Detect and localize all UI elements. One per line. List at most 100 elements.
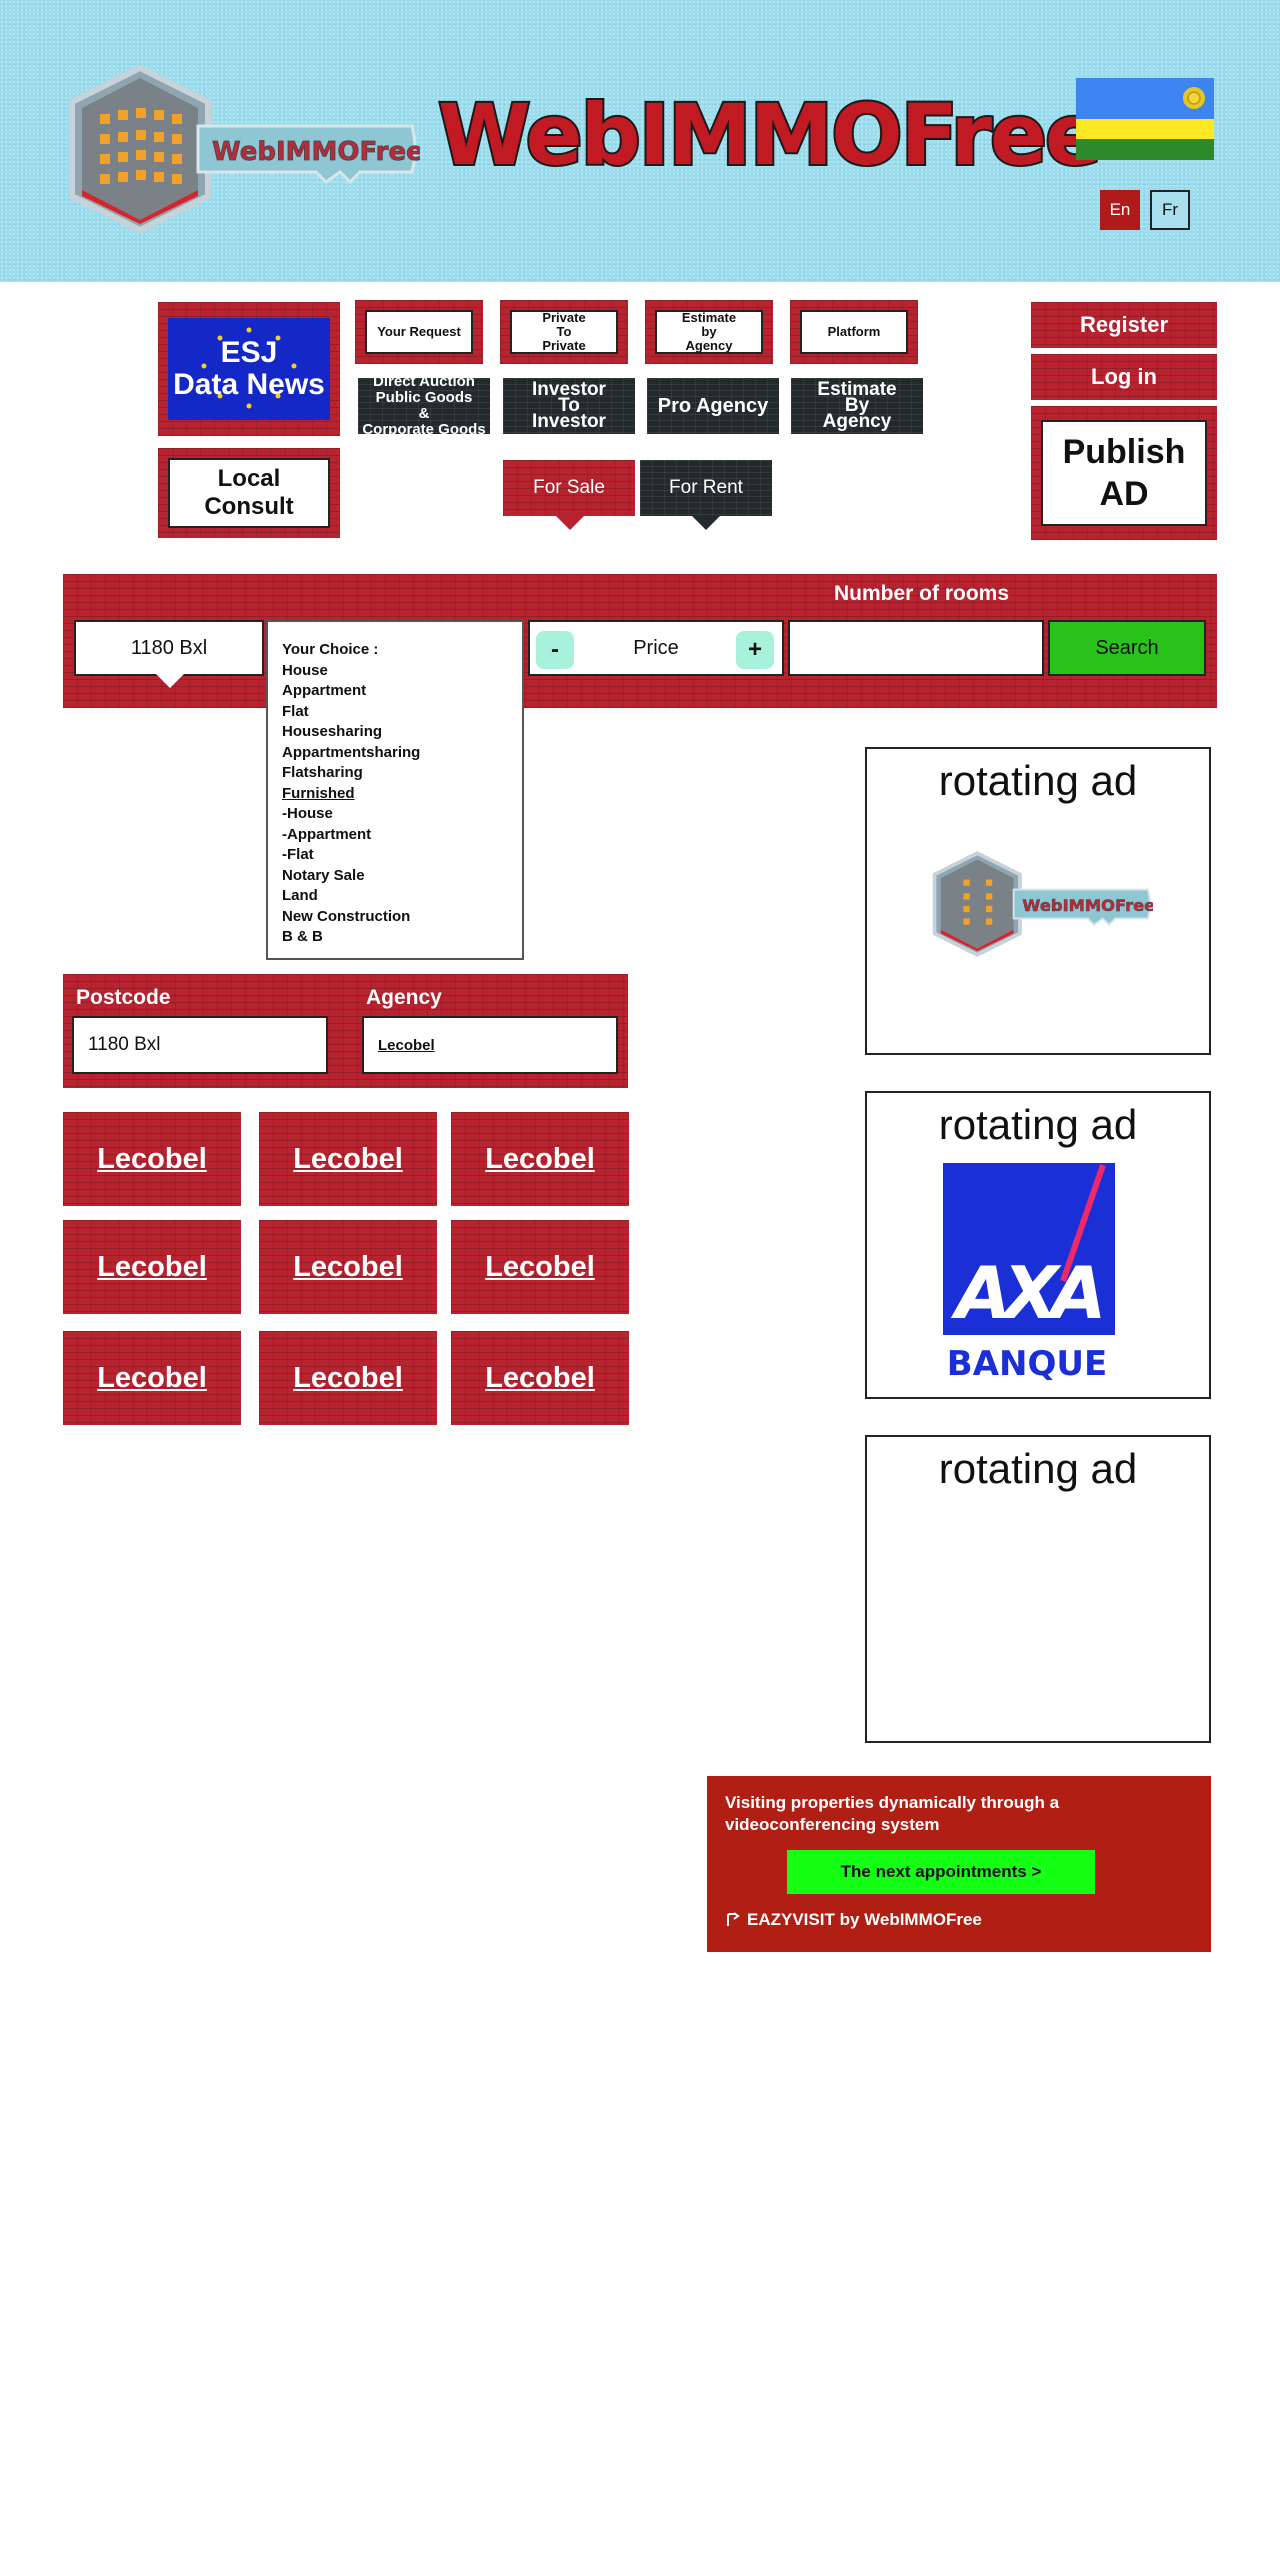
next-appointments-button[interactable]: The next appointments >: [787, 1850, 1095, 1894]
choice-item[interactable]: Flatsharing: [282, 764, 363, 781]
eazyvisit-panel: Visiting properties dynamically through …: [707, 1776, 1211, 1952]
esj-data-news-banner: ESJ Data News: [168, 318, 330, 420]
tab-for-sale[interactable]: For Sale: [503, 460, 635, 516]
local-consult-line-1: Local: [217, 465, 281, 492]
language-en-button[interactable]: En: [1100, 190, 1140, 230]
news-line-1: ESJ: [220, 336, 278, 369]
agency-tile[interactable]: Lecobel: [63, 1220, 241, 1314]
rotating-ad-1[interactable]: rotating ad WebIMMOFree: [865, 747, 1211, 1055]
price-decrease-button[interactable]: -: [536, 631, 574, 669]
ebad-line-1: Estimate: [817, 379, 897, 400]
header: WebIMMOFree WebIMMOFree En Fr: [0, 0, 1280, 282]
agency-tile[interactable]: Lecobel: [259, 1220, 437, 1314]
choice-item[interactable]: Appartmentsharing: [282, 743, 421, 761]
choice-item[interactable]: B & B: [282, 928, 323, 945]
rwanda-flag-icon: [1076, 78, 1214, 160]
choice-item[interactable]: -Appartment: [282, 825, 372, 843]
tab-for-sale-pointer: [556, 516, 584, 530]
agency-tile[interactable]: Lecobel: [63, 1331, 241, 1425]
choice-title: Your Choice :: [282, 641, 379, 658]
local-consult-line-2: Consult: [204, 493, 294, 520]
logo-text: WebIMMOFree: [212, 137, 420, 167]
esj-data-news-button[interactable]: ESJ Data News: [158, 302, 340, 436]
register-button[interactable]: Register: [1031, 302, 1217, 348]
agency-tile[interactable]: Lecobel: [259, 1112, 437, 1206]
i2i-line-1: Investor: [532, 379, 606, 400]
da-line-3: &: [418, 405, 430, 422]
location-field[interactable]: 1180 Bxl: [74, 620, 264, 676]
agency-label: Agency: [366, 986, 442, 1009]
ad-title: rotating ad: [938, 757, 1138, 804]
choice-item[interactable]: -House: [282, 805, 333, 822]
location-pointer: [156, 674, 184, 688]
choice-item[interactable]: Notary Sale: [282, 866, 365, 884]
login-button[interactable]: Log in: [1031, 354, 1217, 400]
axa-banque-logo: AXA BANQUE: [943, 1163, 1115, 1383]
platform-button[interactable]: Platform: [790, 300, 918, 364]
ad-title: rotating ad: [938, 1445, 1138, 1492]
axa-sub: BANQUE: [947, 1344, 1107, 1383]
eazyvisit-icon: [727, 1912, 740, 1926]
p2p-line-1: Private: [542, 310, 586, 325]
choice-item[interactable]: Land: [282, 887, 318, 904]
da-line-1: Direct Auction: [373, 373, 475, 390]
search-button[interactable]: Search: [1048, 620, 1206, 676]
eba-line-2: by: [701, 324, 717, 339]
property-type-list[interactable]: Your Choice : House Appartment Flat Hous…: [266, 620, 524, 960]
language-fr-button[interactable]: Fr: [1150, 190, 1190, 230]
agency-tile[interactable]: Lecobel: [451, 1220, 629, 1314]
news-line-2: Data News: [173, 368, 325, 401]
rotating-ad-2[interactable]: rotating ad AXA BANQUE: [865, 1091, 1211, 1399]
price-increase-button[interactable]: +: [736, 631, 774, 669]
rooms-label: Number of rooms: [834, 582, 1010, 605]
i2i-line-2: To: [558, 395, 580, 416]
choice-item[interactable]: New Construction: [282, 907, 411, 925]
your-request-button[interactable]: Your Request: [355, 300, 483, 364]
site-logo[interactable]: WebIMMOFree: [60, 64, 420, 234]
publish-line-1: Publish: [1062, 433, 1186, 471]
price-label: Price: [633, 636, 679, 659]
tab-for-rent-pointer: [692, 516, 720, 530]
da-line-4: Corporate Goods: [362, 421, 486, 438]
ad-logo-text: WebIMMOFree: [1022, 896, 1153, 915]
furnished-heading[interactable]: Furnished: [282, 784, 355, 802]
choice-item[interactable]: -Flat: [282, 846, 314, 863]
pro-agency-button[interactable]: Pro Agency: [647, 378, 779, 434]
choice-item[interactable]: Housesharing: [282, 723, 383, 740]
eu-stars-icon: [201, 327, 297, 409]
p2p-line-2: To: [556, 324, 572, 339]
eba-line-3: Agency: [685, 338, 733, 353]
postcode-label: Postcode: [76, 986, 171, 1009]
eazyvisit-description: Visiting properties dynamically through …: [725, 1793, 1060, 1834]
choice-item[interactable]: Flat: [282, 702, 309, 720]
ebad-line-3: Agency: [822, 411, 892, 432]
p2p-line-3: Private: [542, 338, 586, 353]
agency-tile[interactable]: Lecobel: [259, 1331, 437, 1425]
rooms-input[interactable]: [788, 620, 1044, 676]
eazyvisit-footer: EAZYVISIT by WebIMMOFree: [725, 1910, 982, 1930]
axa-brand: AXA: [951, 1251, 1101, 1335]
rotating-ad-3[interactable]: rotating ad: [865, 1435, 1211, 1743]
agency-tile[interactable]: Lecobel: [451, 1331, 629, 1425]
ebad-line-2: By: [844, 395, 870, 416]
choice-item[interactable]: House: [282, 661, 328, 679]
your-request-label: Your Request: [365, 310, 473, 354]
eazyvisit-brand: EAZYVISIT by WebIMMOFree: [747, 1910, 982, 1929]
choice-item[interactable]: Appartment: [282, 682, 367, 699]
agency-tile[interactable]: Lecobel: [63, 1112, 241, 1206]
price-stepper: Price - +: [528, 620, 784, 676]
agency-tile[interactable]: Lecobel: [451, 1112, 629, 1206]
postcode-field[interactable]: 1180 Bxl: [72, 1016, 328, 1074]
site-logo-ad-image: WebIMMOFree: [932, 851, 1153, 957]
agency-field[interactable]: Lecobel: [362, 1016, 618, 1074]
tab-for-rent[interactable]: For Rent: [640, 460, 772, 516]
